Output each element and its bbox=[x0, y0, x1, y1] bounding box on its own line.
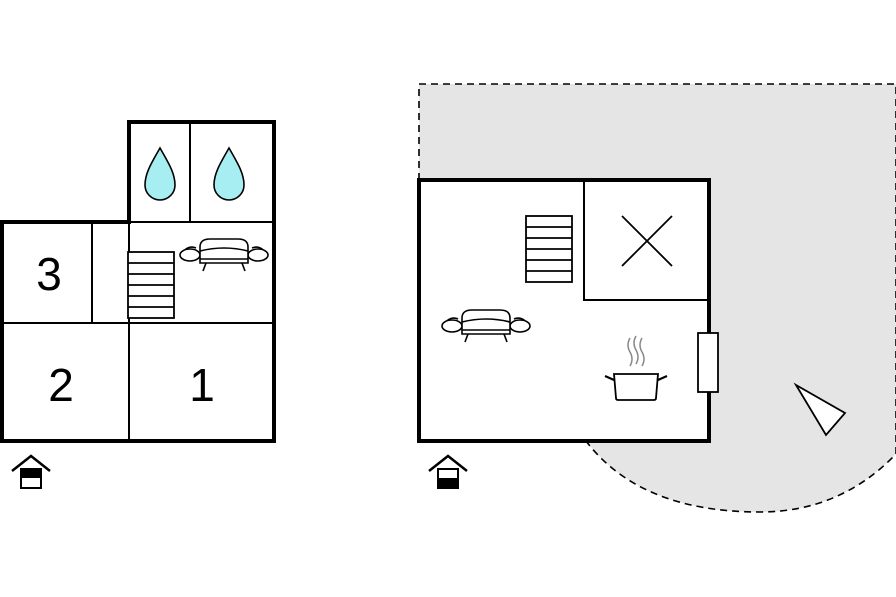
floor-level-icon bbox=[428, 454, 468, 489]
upper-floor-plan: 3 2 1 bbox=[0, 120, 276, 489]
fireplace-icon bbox=[697, 332, 719, 393]
room-number-3: 3 bbox=[36, 248, 62, 300]
void-cross-icon bbox=[621, 215, 673, 267]
ground-floor-plan bbox=[417, 83, 896, 513]
compass-arrow-icon bbox=[793, 382, 847, 437]
room-number-1: 1 bbox=[189, 359, 215, 411]
staircase-icon bbox=[525, 215, 573, 283]
cooking-pot-icon bbox=[604, 335, 668, 401]
staircase-icon bbox=[127, 251, 175, 319]
void-room-walls bbox=[583, 180, 709, 301]
floor-level-icon bbox=[11, 454, 51, 489]
room-number-2: 2 bbox=[48, 359, 74, 411]
terrace bbox=[418, 83, 896, 513]
